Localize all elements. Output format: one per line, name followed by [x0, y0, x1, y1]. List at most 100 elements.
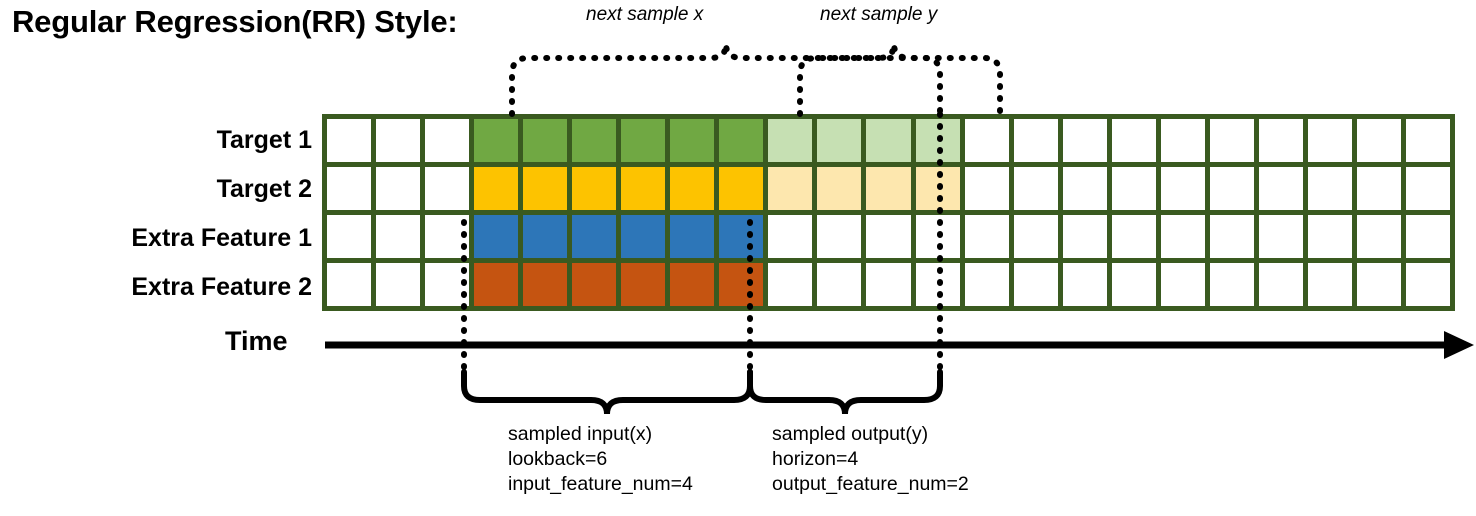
- grid-cell-r2-c4-input: [474, 167, 519, 210]
- grid-cell-r4-c18-blank: [1160, 263, 1205, 306]
- grid-cell-r3-c7-input: [621, 215, 666, 258]
- grid-cell-r2-c10-output: [768, 167, 813, 210]
- grid-cell-r2-c16-blank: [1062, 167, 1107, 210]
- grid-cell-r1-c10-output: [768, 119, 813, 162]
- grid-cell-r4-c5-input: [523, 263, 568, 306]
- grid-cell-r1-c21-blank: [1307, 119, 1352, 162]
- grid-cell-r3-c13-blank: [915, 215, 960, 258]
- grid-cell-r1-c13-output: [915, 119, 960, 162]
- input-line-3: input_feature_num=4: [508, 473, 693, 495]
- grid-cell-r2-c11-output: [817, 167, 862, 210]
- page-title: Regular Regression(RR) Style:: [12, 4, 458, 39]
- grid-cell-r3-c16-blank: [1062, 215, 1107, 258]
- brace-sampled-output: [747, 369, 943, 415]
- row-label-extra-feature-1: Extra Feature 1: [131, 224, 312, 252]
- brace-next-sample-y: [797, 43, 1003, 117]
- grid-cell-r1-c6-input: [572, 119, 617, 162]
- grid-cell-r3-c11-blank: [817, 215, 862, 258]
- grid-cell-r1-c22-blank: [1356, 119, 1401, 162]
- grid-cell-r3-c20-blank: [1258, 215, 1303, 258]
- row-label-target-2: Target 2: [216, 175, 312, 203]
- grid-cell-r4-c10-blank: [768, 263, 813, 306]
- grid-cell-r2-c23-blank: [1405, 167, 1450, 210]
- grid-cell-r2-c20-blank: [1258, 167, 1303, 210]
- grid-cell-r4-c8-input: [670, 263, 715, 306]
- grid-cell-r3-c18-blank: [1160, 215, 1205, 258]
- row-label-target-1: Target 1: [216, 126, 312, 154]
- grid-cell-r1-c7-input: [621, 119, 666, 162]
- grid-cell-r1-c3-blank: [425, 119, 470, 162]
- grid-cell-r1-c12-output: [866, 119, 911, 162]
- label-next-sample-x: next sample x: [586, 4, 704, 25]
- grid-cell-r1-c2-blank: [376, 119, 421, 162]
- grid-cell-r4-c13-blank: [915, 263, 960, 306]
- output-line-1: sampled output(y): [772, 423, 929, 445]
- grid-cell-r2-c7-input: [621, 167, 666, 210]
- grid-cell-r1-c9-input: [719, 119, 764, 162]
- grid-cell-r2-c19-blank: [1209, 167, 1254, 210]
- grid-cell-r2-c9-input: [719, 167, 764, 210]
- grid-cell-r3-c3-blank: [425, 215, 470, 258]
- label-next-sample-y: next sample y: [820, 4, 938, 25]
- grid-cell-r4-c20-blank: [1258, 263, 1303, 306]
- grid-cell-r3-c14-blank: [964, 215, 1009, 258]
- grid-cell-r1-c14-blank: [964, 119, 1009, 162]
- grid-cell-r4-c12-blank: [866, 263, 911, 306]
- grid-cell-r2-c1-blank: [327, 167, 372, 210]
- input-line-1: sampled input(x): [508, 423, 653, 445]
- output-line-2: horizon=4: [772, 448, 859, 470]
- grid-cell-r3-c19-blank: [1209, 215, 1254, 258]
- grid-cell-r3-c15-blank: [1013, 215, 1058, 258]
- grid-cell-r1-c23-blank: [1405, 119, 1450, 162]
- grid-cell-r1-c16-blank: [1062, 119, 1107, 162]
- grid-cell-r2-c17-blank: [1111, 167, 1156, 210]
- input-description: sampled input(x) lookback=6 input_featur…: [508, 422, 693, 497]
- grid-cell-r4-c15-blank: [1013, 263, 1058, 306]
- grid-cell-r4-c7-input: [621, 263, 666, 306]
- grid-cell-r3-c22-blank: [1356, 215, 1401, 258]
- grid-cell-r1-c8-input: [670, 119, 715, 162]
- grid-cell-r3-c6-input: [572, 215, 617, 258]
- grid-cell-r2-c22-blank: [1356, 167, 1401, 210]
- grid-cell-r1-c4-input: [474, 119, 519, 162]
- grid-cell-r4-c11-blank: [817, 263, 862, 306]
- grid-cell-r1-c18-blank: [1160, 119, 1205, 162]
- grid-cell-r2-c13-output: [915, 167, 960, 210]
- grid-cell-r2-c12-output: [866, 167, 911, 210]
- grid-cell-r3-c2-blank: [376, 215, 421, 258]
- grid-cell-r3-c12-blank: [866, 215, 911, 258]
- grid-cell-r4-c4-input: [474, 263, 519, 306]
- grid-cell-r1-c20-blank: [1258, 119, 1303, 162]
- grid-cell-r2-c6-input: [572, 167, 617, 210]
- grid-cell-r4-c22-blank: [1356, 263, 1401, 306]
- input-line-2: lookback=6: [508, 448, 608, 470]
- grid-cell-r3-c5-input: [523, 215, 568, 258]
- grid-cell-r3-c21-blank: [1307, 215, 1352, 258]
- grid-cell-r4-c21-blank: [1307, 263, 1352, 306]
- grid-cell-r2-c15-blank: [1013, 167, 1058, 210]
- grid-cell-r1-c11-output: [817, 119, 862, 162]
- grid-cell-r4-c2-blank: [376, 263, 421, 306]
- grid-cell-r3-c9-input: [719, 215, 764, 258]
- grid-cell-r4-c9-input: [719, 263, 764, 306]
- grid-cell-r2-c21-blank: [1307, 167, 1352, 210]
- output-line-3: output_feature_num=2: [772, 473, 969, 495]
- grid-cell-r2-c2-blank: [376, 167, 421, 210]
- grid-cell-r3-c4-input: [474, 215, 519, 258]
- axis-label-time: Time: [225, 326, 288, 356]
- grid-cell-r2-c3-blank: [425, 167, 470, 210]
- grid-cell-r3-c17-blank: [1111, 215, 1156, 258]
- grid-cell-r4-c23-blank: [1405, 263, 1450, 306]
- grid-cell-r1-c17-blank: [1111, 119, 1156, 162]
- grid-cell-r2-c18-blank: [1160, 167, 1205, 210]
- grid-cell-r2-c5-input: [523, 167, 568, 210]
- grid-cell-r2-c8-input: [670, 167, 715, 210]
- output-description: sampled output(y) horizon=4 output_featu…: [772, 422, 969, 497]
- timeseries-grid: [322, 114, 1455, 311]
- row-label-extra-feature-2: Extra Feature 2: [131, 273, 312, 301]
- grid-cell-r1-c15-blank: [1013, 119, 1058, 162]
- grid-cell-r2-c14-blank: [964, 167, 1009, 210]
- time-axis-arrowhead: [1444, 331, 1474, 359]
- grid-cell-r3-c8-input: [670, 215, 715, 258]
